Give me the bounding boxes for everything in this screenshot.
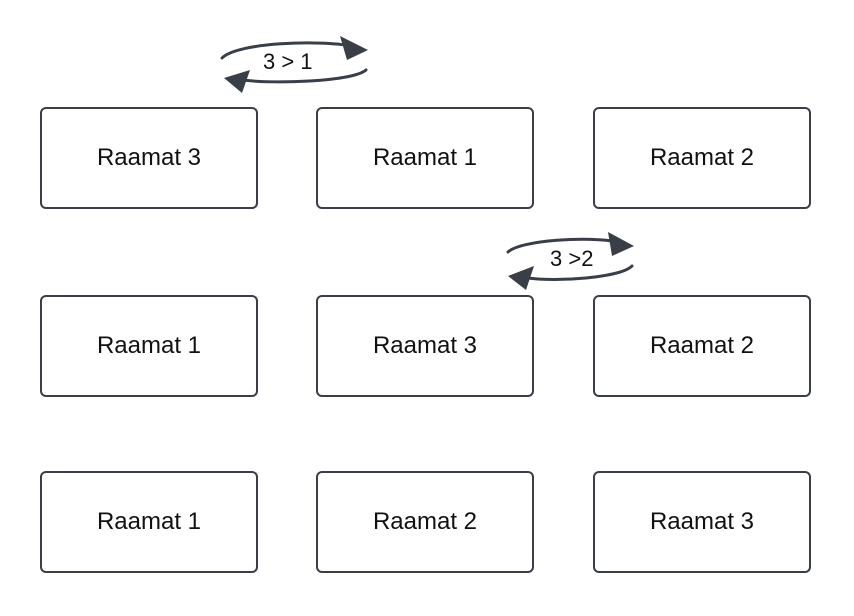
row-2-box-2: Raamat 3: [316, 295, 534, 397]
row-2-box-3: Raamat 2: [593, 295, 811, 397]
row-3-box-2: Raamat 2: [316, 471, 534, 573]
row-1-box-3: Raamat 2: [593, 107, 811, 209]
row-1-box-1: Raamat 3: [40, 107, 258, 209]
swap-label-1: 3 > 1: [263, 49, 313, 74]
row-2-box-1: Raamat 1: [40, 295, 258, 397]
row-3-box-1: Raamat 1: [40, 471, 258, 573]
row-3-box-3: Raamat 3: [593, 471, 811, 573]
row-1-box-2: Raamat 1: [316, 107, 534, 209]
swap-label-2: 3 >2: [550, 246, 594, 271]
